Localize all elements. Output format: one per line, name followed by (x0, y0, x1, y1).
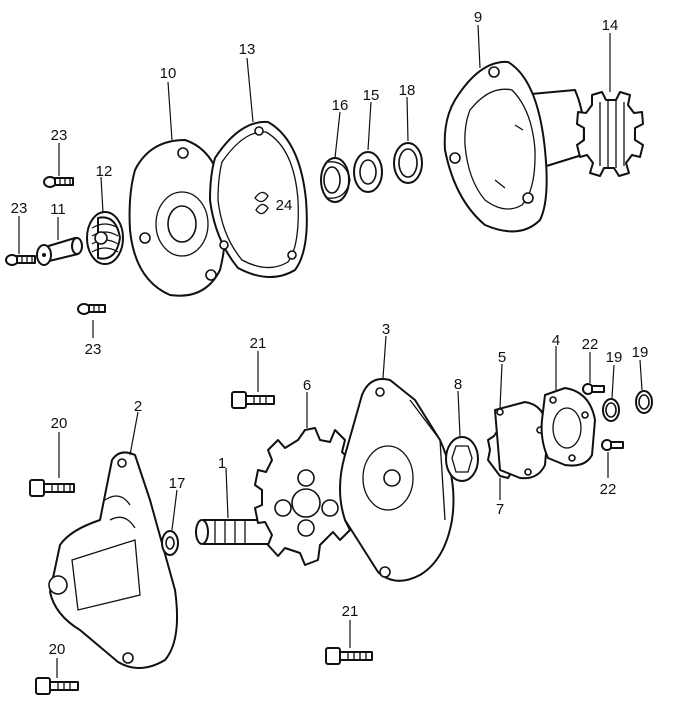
part-number-label-16: 16 (332, 97, 349, 114)
part-number-label-8: 8 (454, 376, 462, 393)
collar-15 (353, 151, 383, 193)
leader-lines (18, 24, 643, 678)
part-number-label-10: 10 (160, 65, 177, 82)
part-number-label-23c: 23 (85, 341, 102, 358)
part-number-label-11: 11 (50, 201, 66, 218)
bolt-21b (325, 647, 373, 665)
screw-22b (601, 439, 624, 451)
part-number-label-19b: 19 (632, 344, 649, 361)
part-number-label-20b: 20 (49, 641, 66, 658)
outer-rotor-8 (445, 436, 479, 482)
part-number-label-13: 13 (239, 41, 256, 58)
part-number-label-7: 7 (496, 501, 504, 518)
worm-gear-12 (86, 211, 124, 265)
gear-14 (576, 91, 644, 177)
pump-cover-3 (339, 378, 455, 582)
o-ring-19a (602, 398, 620, 422)
clip-24 (254, 191, 269, 215)
housing-9 (443, 60, 585, 233)
part-number-label-2: 2 (134, 398, 142, 415)
screw-23c (77, 303, 106, 315)
part-number-label-15: 15 (363, 87, 380, 104)
washer-17 (161, 530, 179, 556)
bolt-21a (231, 391, 275, 409)
part-number-label-5: 5 (498, 349, 506, 366)
pin-11 (36, 237, 83, 266)
plate-5 (494, 401, 549, 480)
part-number-label-14: 14 (602, 17, 619, 34)
part-number-labels: 1 2 3 4 5 6 7 8 9 10 11 12 13 14 15 16 1… (11, 9, 649, 658)
gear-6 (254, 427, 363, 566)
part-number-label-6: 6 (303, 377, 311, 394)
oil-seal-16 (320, 157, 351, 203)
part-number-label-22a: 22 (582, 336, 599, 353)
part-number-label-23b: 23 (11, 200, 28, 217)
part-number-label-3: 3 (382, 321, 390, 338)
gasket-13 (209, 120, 308, 278)
o-ring-19b (635, 390, 653, 414)
part-number-label-20a: 20 (51, 415, 68, 432)
part-number-label-18: 18 (399, 82, 416, 99)
part-number-label-24: 24 (276, 197, 293, 214)
part-number-label-17: 17 (169, 475, 186, 492)
washer-18 (393, 142, 423, 184)
part-number-label-12: 12 (96, 163, 113, 180)
part-number-label-21a: 21 (250, 335, 267, 352)
screw-23a (43, 176, 74, 188)
pump-body-2 (48, 451, 178, 669)
bolt-20a (29, 479, 75, 497)
screw-23b (5, 254, 36, 266)
part-number-label-23a: 23 (51, 127, 68, 144)
part-number-label-4: 4 (552, 332, 560, 349)
part-number-label-9: 9 (474, 9, 482, 26)
part-number-label-22b: 22 (600, 481, 617, 498)
part-number-label-1: 1 (218, 455, 226, 472)
cover-plate-10 (128, 139, 227, 297)
screw-22a (582, 383, 605, 395)
plate-4 (540, 387, 596, 467)
part-number-label-19a: 19 (606, 349, 623, 366)
bolt-20b (35, 677, 79, 695)
part-number-label-21b: 21 (342, 603, 359, 620)
